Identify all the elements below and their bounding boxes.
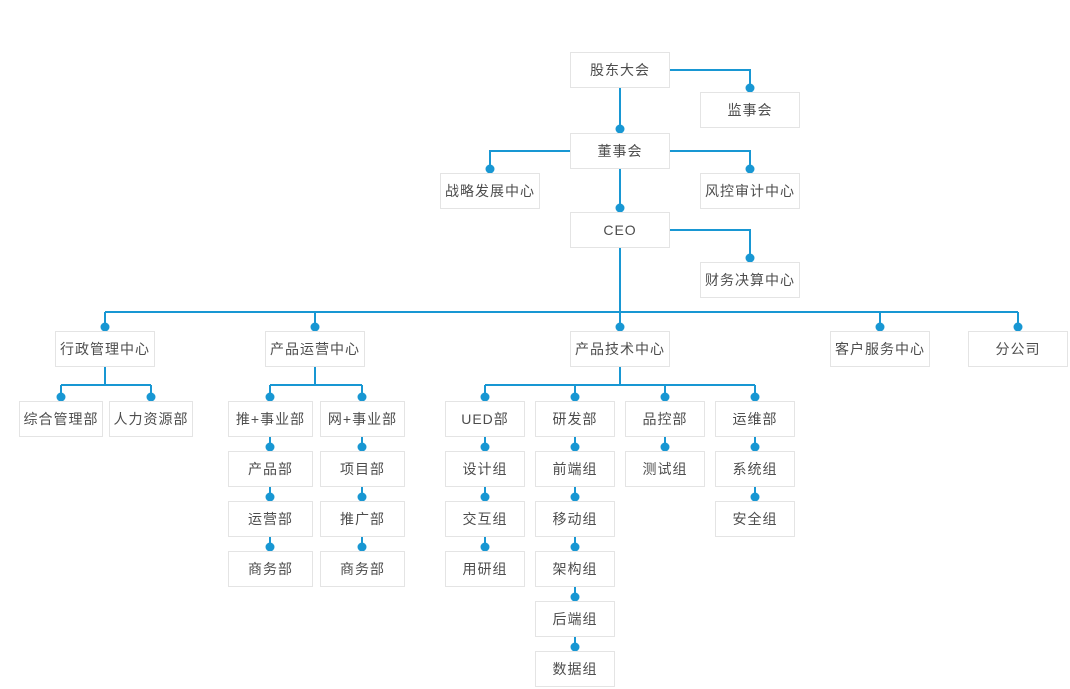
- node-backend-group: 后端组: [535, 601, 615, 637]
- node-architecture-group: 架构组: [535, 551, 615, 587]
- node-shareholders-meeting: 股东大会: [570, 52, 670, 88]
- node-ued-dept: UED部: [445, 401, 525, 437]
- node-system-group: 系统组: [715, 451, 795, 487]
- node-om-dept: 运维部: [715, 401, 795, 437]
- node-service-center: 客户服务中心: [830, 331, 930, 367]
- node-strategy-center: 战略发展中心: [440, 173, 540, 209]
- node-design-group: 设计组: [445, 451, 525, 487]
- node-admin-center: 行政管理中心: [55, 331, 155, 367]
- node-mobile-group: 移动组: [535, 501, 615, 537]
- node-product-dept: 产品部: [228, 451, 313, 487]
- node-security-group: 安全组: [715, 501, 795, 537]
- node-ceo: CEO: [570, 212, 670, 248]
- node-data-group: 数据组: [535, 651, 615, 687]
- node-business-dept-2: 商务部: [320, 551, 405, 587]
- node-testing-group: 测试组: [625, 451, 705, 487]
- node-board-of-directors: 董事会: [570, 133, 670, 169]
- node-qc-dept: 品控部: [625, 401, 705, 437]
- node-user-research-group: 用研组: [445, 551, 525, 587]
- node-risk-audit-center: 风控审计中心: [700, 173, 800, 209]
- node-branch-company: 分公司: [968, 331, 1068, 367]
- node-wang-division: 网+事业部: [320, 401, 405, 437]
- node-tui-division: 推+事业部: [228, 401, 313, 437]
- node-general-affairs-dept: 综合管理部: [19, 401, 103, 437]
- node-promotion-dept: 推广部: [320, 501, 405, 537]
- node-hr-dept: 人力资源部: [109, 401, 193, 437]
- node-interaction-group: 交互组: [445, 501, 525, 537]
- node-tech-center: 产品技术中心: [570, 331, 670, 367]
- node-operation-dept: 运营部: [228, 501, 313, 537]
- node-finance-center: 财务决算中心: [700, 262, 800, 298]
- node-frontend-group: 前端组: [535, 451, 615, 487]
- node-rd-dept: 研发部: [535, 401, 615, 437]
- node-project-dept: 项目部: [320, 451, 405, 487]
- node-ops-center: 产品运营中心: [265, 331, 365, 367]
- node-supervisory-board: 监事会: [700, 92, 800, 128]
- node-business-dept-1: 商务部: [228, 551, 313, 587]
